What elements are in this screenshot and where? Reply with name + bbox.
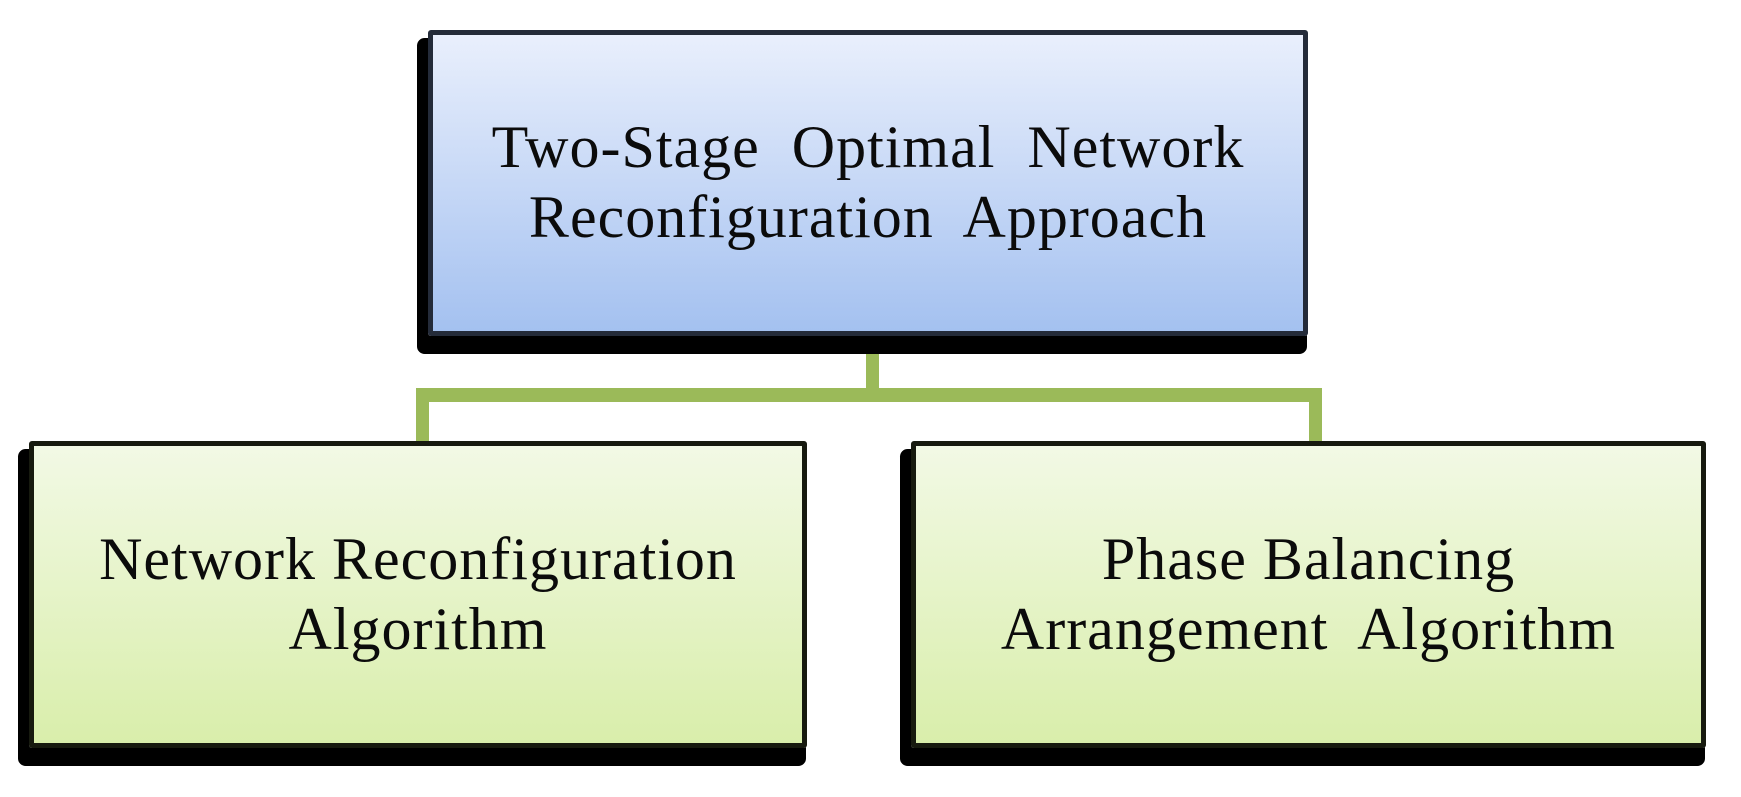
node-phase-balancing: Phase Balancing Arrangement Algorithm bbox=[911, 441, 1706, 748]
node-root: Two-Stage Optimal Network Reconfiguratio… bbox=[428, 30, 1308, 336]
node-network-reconfiguration: Network Reconfiguration Algorithm bbox=[29, 441, 807, 748]
connector-drop-right bbox=[1309, 388, 1322, 452]
connector-horizontal-bar bbox=[416, 388, 1322, 402]
connector-drop-left bbox=[416, 388, 429, 452]
node-phase-balancing-label: Phase Balancing Arrangement Algorithm bbox=[1000, 525, 1617, 662]
node-root-label: Two-Stage Optimal Network Reconfiguratio… bbox=[491, 114, 1245, 250]
node-network-reconfiguration-label: Network Reconfiguration Algorithm bbox=[99, 525, 737, 662]
connector-root-stub bbox=[866, 326, 879, 398]
